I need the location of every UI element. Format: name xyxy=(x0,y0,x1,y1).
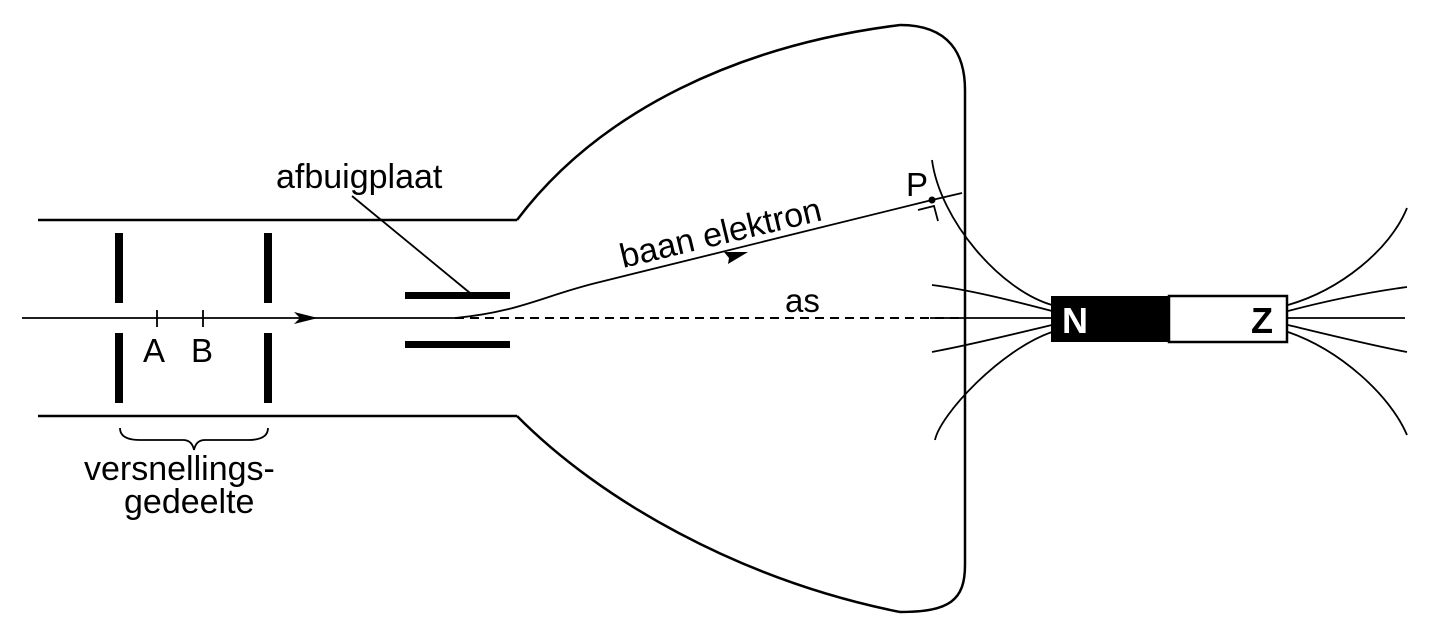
tube-screen xyxy=(899,23,967,614)
accel-section-brace xyxy=(119,427,269,451)
field-line xyxy=(1287,207,1408,306)
tube-outline xyxy=(38,23,967,614)
magnet-north-pole xyxy=(1051,296,1169,342)
path-arrow-icon xyxy=(724,252,748,264)
electrode-left-lower xyxy=(115,333,123,403)
field-line xyxy=(1287,324,1408,353)
field-line xyxy=(931,324,1053,353)
field-line xyxy=(1287,331,1408,436)
field-line xyxy=(931,284,1053,312)
point-b-label: B xyxy=(191,332,213,369)
electrode-right-upper xyxy=(264,233,272,303)
point-p-label: P xyxy=(906,166,928,203)
electrode-left-upper xyxy=(115,233,123,303)
deflection-plate-upper xyxy=(405,292,510,299)
accel-section-label-line2: gedeelte xyxy=(124,483,254,521)
magnet-south-label: Z xyxy=(1251,300,1273,341)
deflection-plates xyxy=(405,292,510,348)
deflection-plate-label: afbuigplaat xyxy=(276,158,443,196)
electrode-right-lower xyxy=(264,333,272,403)
magnet-north-label: N xyxy=(1062,300,1088,341)
magnetic-field-lines xyxy=(931,159,1408,441)
beam-arrow-icon xyxy=(294,312,318,324)
field-line xyxy=(934,331,1053,441)
magnet-south-pole xyxy=(1167,294,1289,344)
field-line xyxy=(1287,286,1408,312)
tube-funnel-top xyxy=(516,23,901,221)
bar-magnet: N Z xyxy=(1051,294,1289,344)
electron-path xyxy=(454,192,963,319)
deflection-plate-pointer xyxy=(351,195,471,294)
point-p-dot xyxy=(928,196,936,204)
point-a-label: A xyxy=(143,332,165,369)
accelerating-electrodes xyxy=(115,233,272,403)
right-angle-marker xyxy=(917,204,939,222)
deflection-plate-lower xyxy=(405,341,510,348)
field-line xyxy=(931,159,1053,306)
electron-path-label: baan elektron xyxy=(616,191,825,276)
axis-label: as xyxy=(785,282,820,319)
accel-section-label-line1: versnellings- xyxy=(84,450,275,488)
tube-funnel-bottom xyxy=(516,415,901,614)
